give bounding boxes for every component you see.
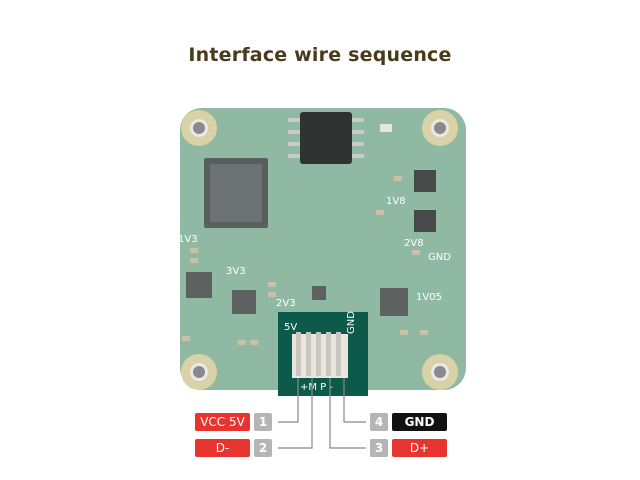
pin-3-label: D+ [392,439,447,457]
chip-lower-left [186,272,212,298]
silk-1v3: 1V3 [178,234,198,245]
connector-pins [296,332,341,376]
mounting-hole-top-right [422,110,458,146]
silk-3v3: 3V3 [226,266,246,277]
chip-center [312,286,326,300]
leader-line-2 [278,378,313,449]
pin-4-label: GND [392,413,447,431]
silk-gnd-connector: GND [346,311,357,334]
chip-3v3 [232,290,256,314]
mounting-hole-bottom-left [181,354,217,390]
chip-1v05 [380,288,408,316]
silk-1v05: 1V05 [416,292,442,303]
pin-1-label: VCC 5V [195,413,250,431]
soic-chip [288,112,364,164]
small-component [380,124,392,132]
pin-4-number: 4 [370,413,388,431]
leader-lines [278,378,366,449]
mounting-hole-top-left [181,110,217,146]
pin-2-label: D- [195,439,250,457]
leader-line-1 [278,378,299,423]
pin-2-number: 2 [254,439,272,457]
silk-pin-markers: +M P - [300,382,333,393]
silk-1v8: 1V8 [386,196,406,207]
silk-2v3: 2V3 [276,298,296,309]
page-title: Interface wire sequence [188,44,452,66]
silk-2v8: 2V8 [404,238,424,249]
passive-components [182,176,428,345]
silk-gnd: GND [428,252,451,263]
silk-5v: 5V [284,322,297,333]
regulator-2v8 [414,210,436,232]
pin-1-number: 1 [254,413,272,431]
leader-line-3 [329,378,366,449]
pin-3-number: 3 [370,439,388,457]
regulator-1v8 [414,170,436,192]
mounting-hole-bottom-right [422,354,458,390]
leader-line-4 [343,378,366,423]
